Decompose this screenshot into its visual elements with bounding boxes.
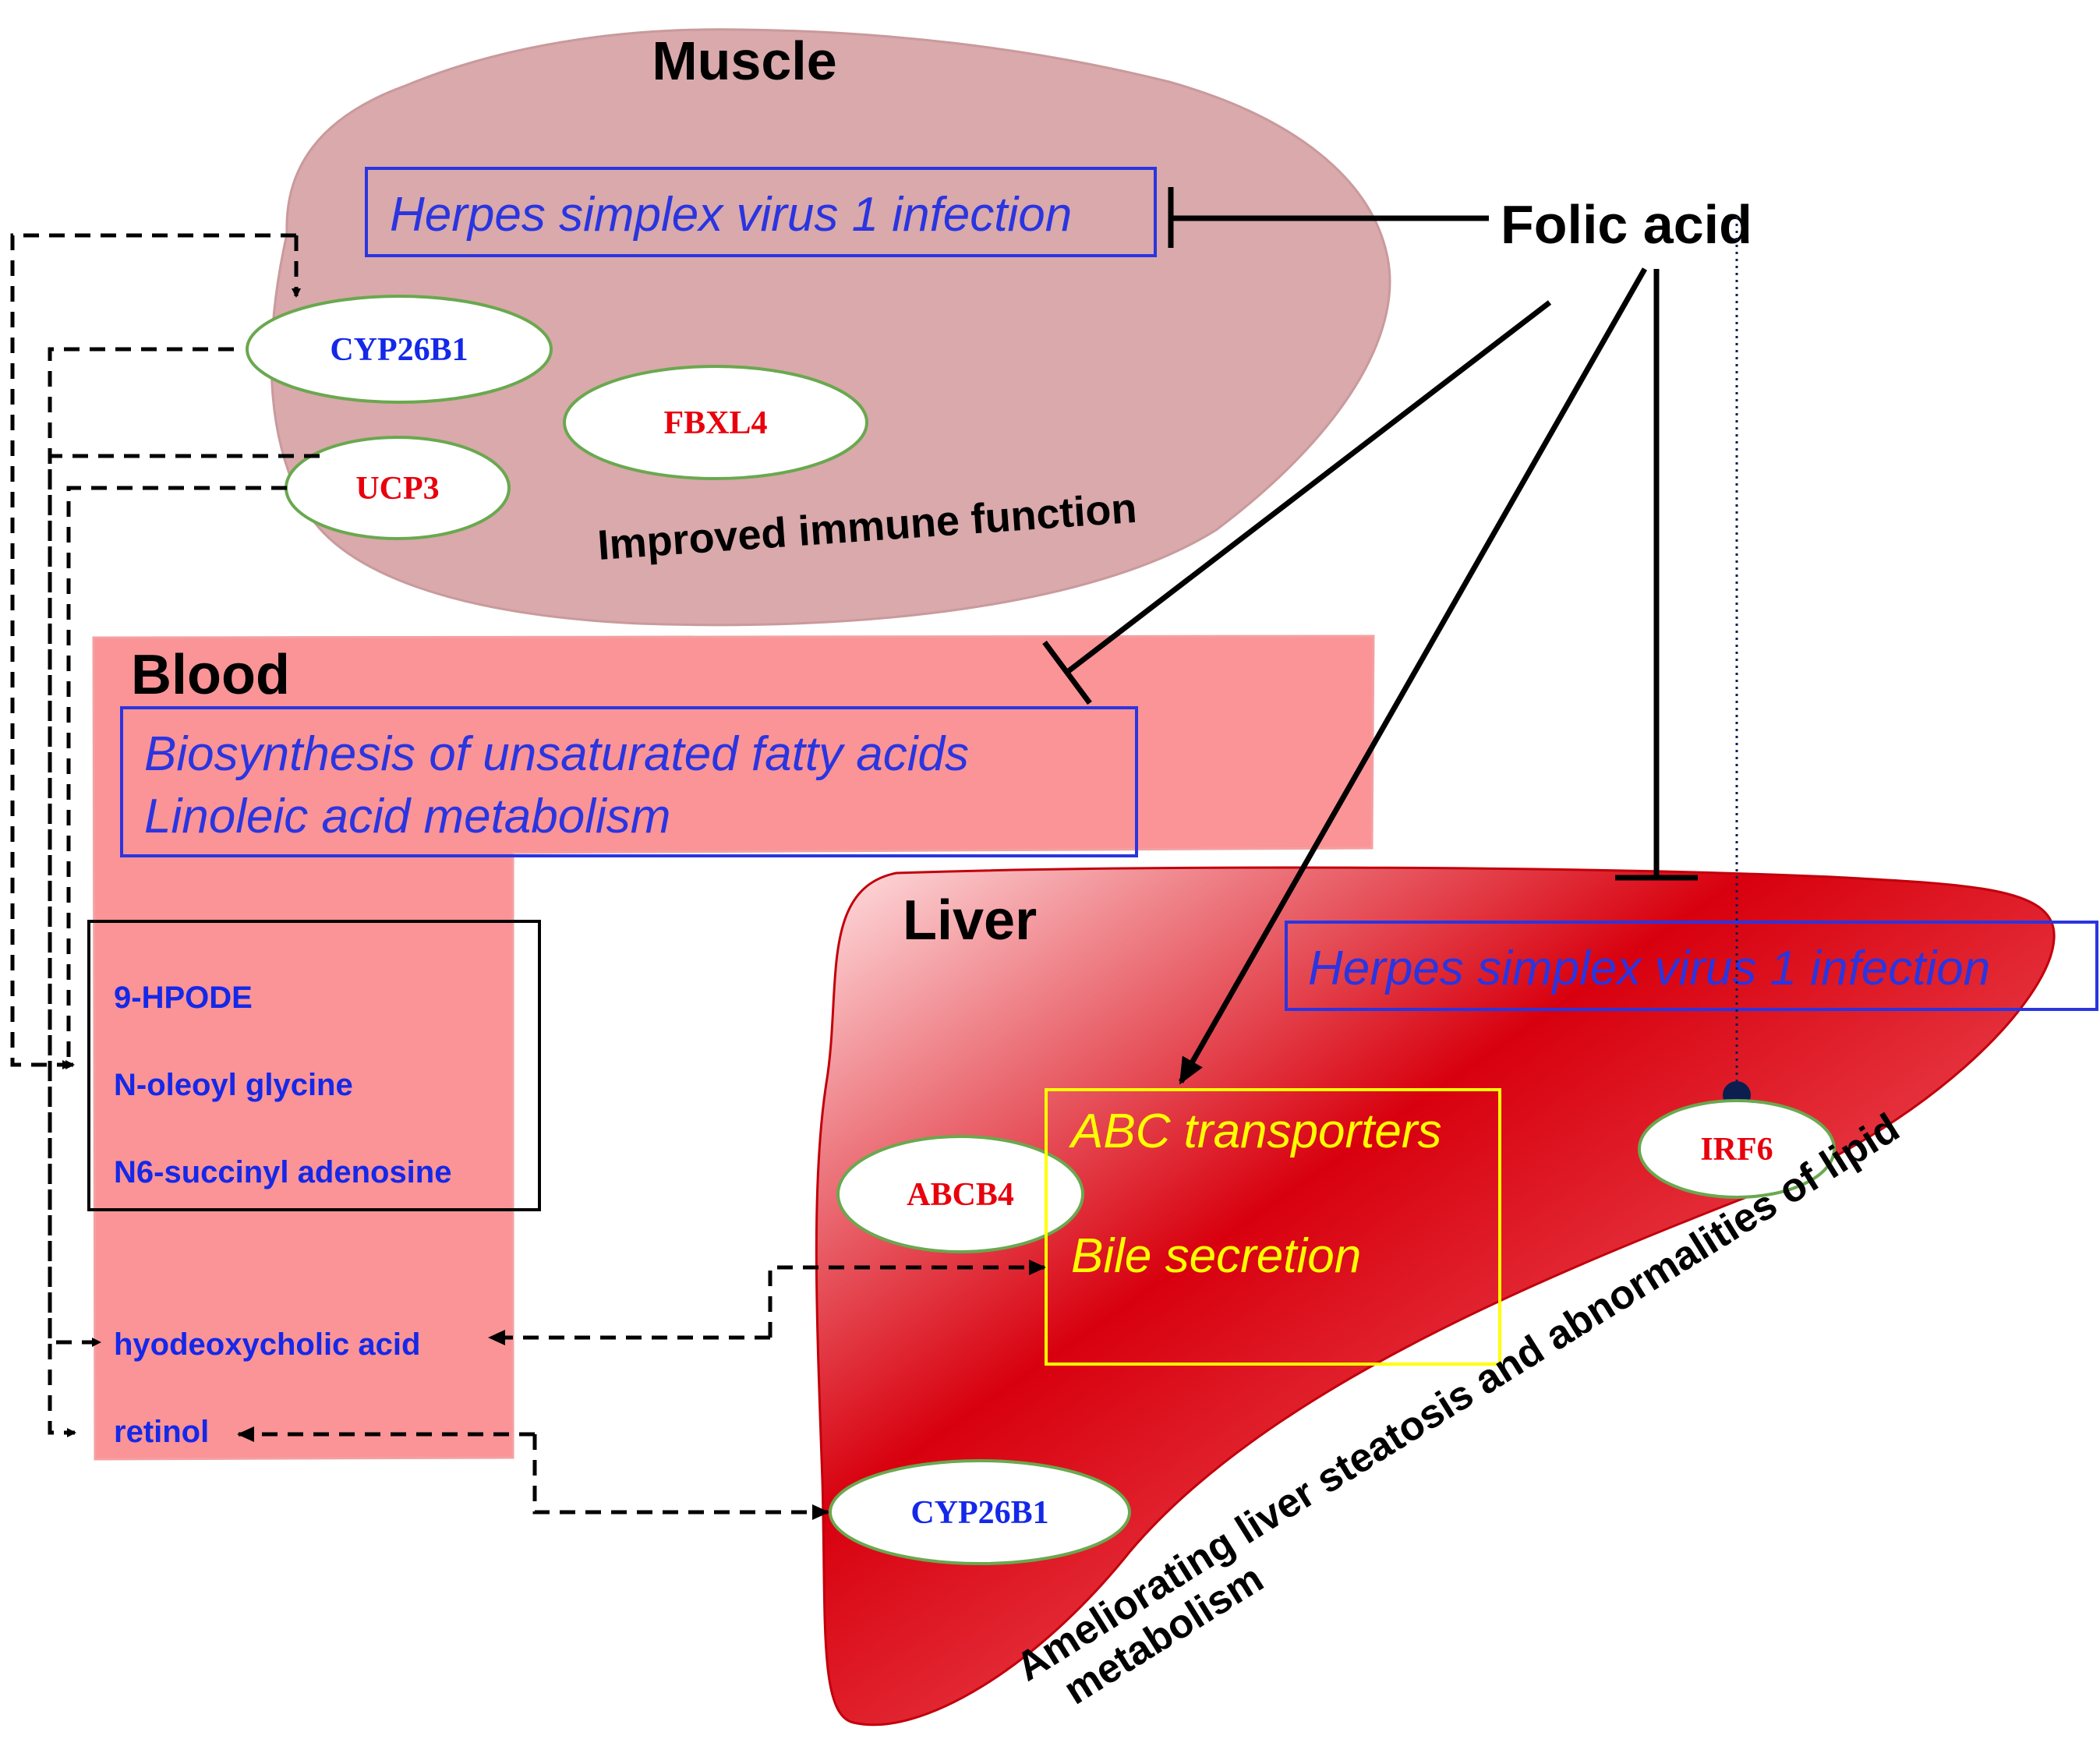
- liver-title: Liver: [903, 889, 1037, 952]
- inhibit-blood-pathway: [1042, 300, 1552, 705]
- blood-metabolite-1: 9-HPODE: [114, 981, 253, 1015]
- link-cyp26b1-noleoyl: [10, 233, 296, 1069]
- blood-region: [92, 634, 1375, 1461]
- muscle-gene-cyp26b1: [246, 295, 553, 404]
- link-cyp26b1-hyodeoxycholic: [48, 347, 234, 1347]
- muscle-pathway-label: Herpes simplex virus 1 infection: [390, 188, 1072, 242]
- inhibit-muscle-pathway: [1168, 187, 1489, 248]
- blood-metabolite-retinol: retinol: [114, 1415, 209, 1449]
- blood-pathway-2: Linoleic acid metabolism: [144, 790, 670, 843]
- blood-metabolite-3: N6-succinyl adenosine: [114, 1155, 451, 1189]
- liver-pathway-label: Herpes simplex virus 1 infection: [1308, 942, 1990, 995]
- liver-gene-abcb4-label: ABCB4: [907, 1177, 1014, 1213]
- muscle-region: [270, 28, 1391, 627]
- liver-pathway-box: [1285, 921, 2098, 1011]
- link-ucp3-noleoyl: [65, 486, 287, 1069]
- blood-metabolite-2: N-oleoyl glycine: [114, 1068, 353, 1102]
- liver-gene-irf6: [1638, 1099, 1836, 1199]
- muscle-title: Muscle: [652, 30, 836, 91]
- blood-metabolite-box: [87, 920, 541, 1211]
- link-retinol-cyp26b1: [237, 1426, 829, 1520]
- muscle-gene-ucp3-label: UCP3: [355, 471, 439, 507]
- link-hyodeoxycholic-bile: [488, 1260, 1046, 1345]
- activate-abc-arrow: [1178, 267, 1648, 1085]
- muscle-gene-cyp26b1-label: CYP26B1: [330, 332, 468, 368]
- dashed-connections: [10, 233, 320, 1437]
- liver-gene-irf6-label: IRF6: [1700, 1132, 1773, 1168]
- muscle-gene-fbxl4: [563, 365, 868, 480]
- blood-pathway-box: [120, 706, 1138, 857]
- liver-transport-1: ABC transporters: [1068, 1105, 1442, 1158]
- liver-transport-box: [1045, 1088, 1501, 1366]
- liver-gene-cyp26b1: [829, 1459, 1131, 1565]
- liver-region: [815, 866, 2056, 1727]
- blood-title: Blood: [131, 644, 290, 706]
- blood-metabolite-hyodeoxycholic: hyodeoxycholic acid: [114, 1327, 420, 1362]
- liver-transport-2: Bile secretion: [1071, 1229, 1361, 1283]
- liver-gene-cyp26b1-label: CYP26B1: [910, 1495, 1048, 1531]
- link-ucp3-retinol: [48, 454, 320, 1437]
- folic-acid-label: Folic acid: [1501, 194, 1752, 255]
- muscle-pathway-box: [365, 167, 1157, 257]
- inhibit-liver-pathway: [1615, 269, 1698, 881]
- liver-gene-abcb4: [836, 1135, 1084, 1253]
- muscle-gene-fbxl4-label: FBXL4: [663, 405, 767, 441]
- blood-pathway-1: Biosynthesis of unsaturated fatty acids: [144, 727, 969, 781]
